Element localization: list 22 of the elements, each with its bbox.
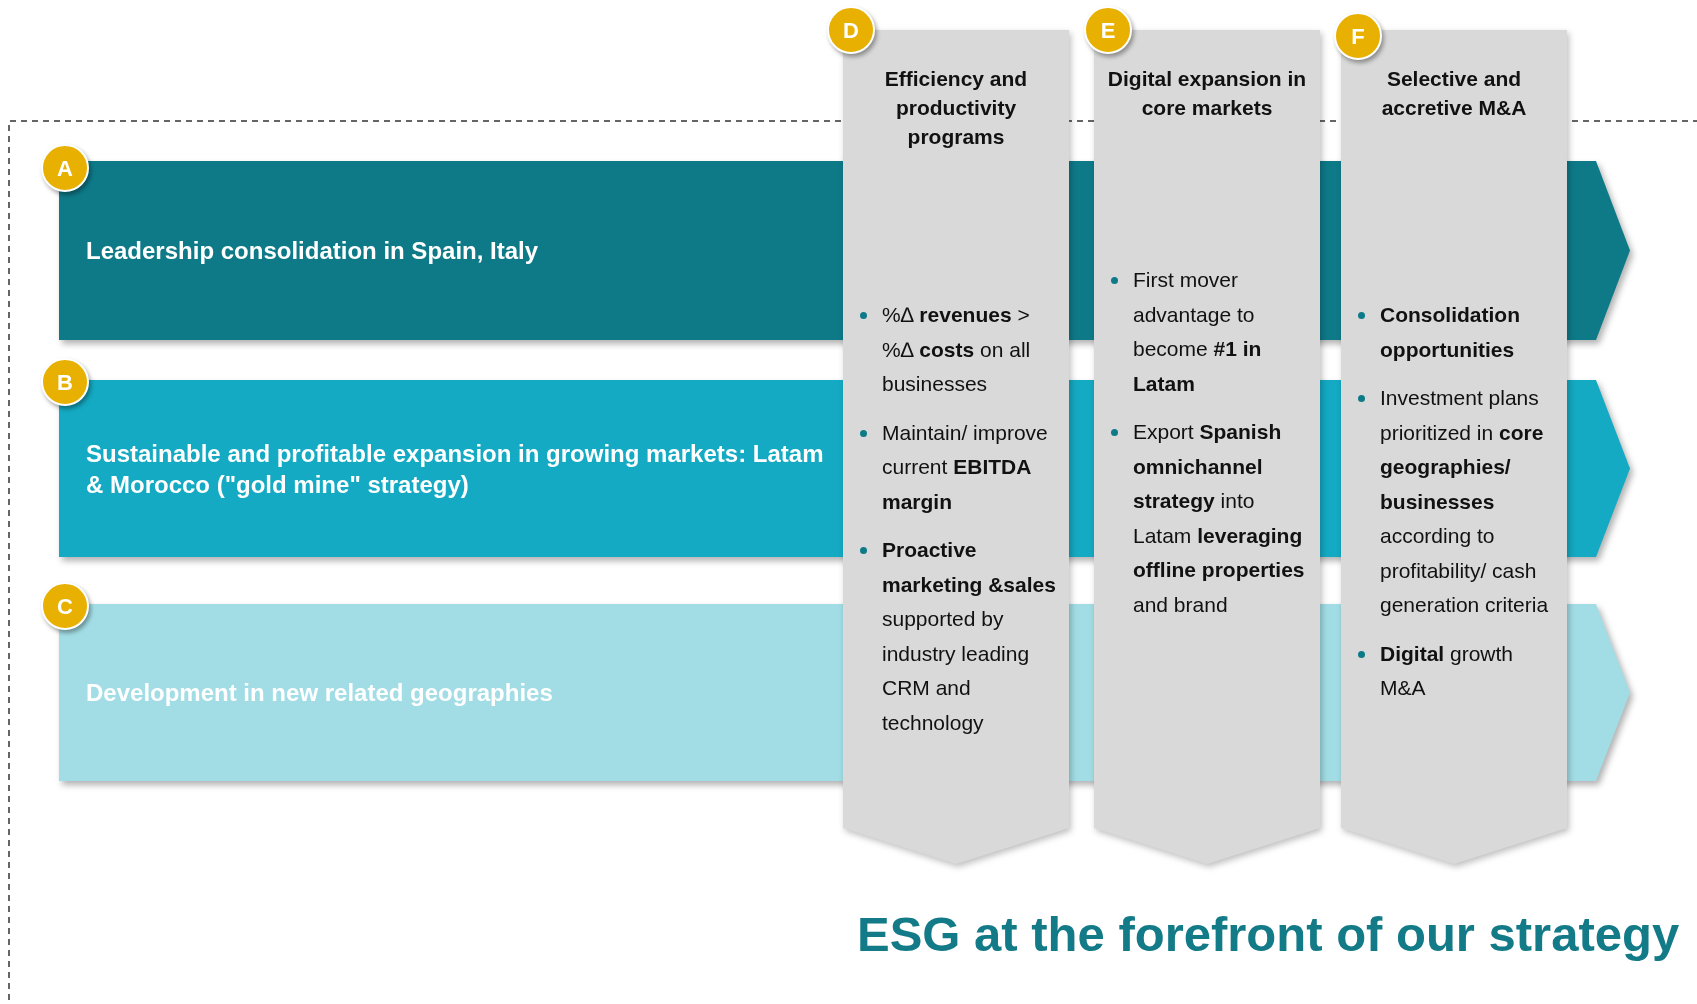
letter-badge: F bbox=[1334, 12, 1382, 60]
bullet-text: First mover advantage to become #1 in Latam bbox=[1133, 267, 1263, 397]
letter-badge: E bbox=[1084, 6, 1132, 54]
caption: ESG at the forefront of our strategy bbox=[857, 906, 1680, 962]
band-label: Leadership consolidation in Spain, Italy bbox=[86, 236, 539, 266]
band-label: Sustainable and profitable expansion in growing markets: Latam & Morocco ("gold mine" strategy) bbox=[86, 438, 825, 500]
letter-badge: A bbox=[41, 144, 89, 192]
letter-badge: B bbox=[41, 358, 89, 406]
bullet-text: Consolidation opportunities bbox=[1380, 302, 1521, 363]
bullet-text: Digital growth M&A bbox=[1380, 640, 1515, 701]
bullet-text: Maintain/ improve current EBITDA margin bbox=[882, 419, 1049, 515]
bullet-text: %∆ revenues > %∆ costs on all businesses bbox=[882, 302, 1032, 397]
letter-badge: C bbox=[41, 582, 89, 630]
bullet-text: Proactive marketing &sales supported by industry leading CRM and technology bbox=[882, 537, 1057, 736]
column-heading: Selective and accretive M&A bbox=[1380, 66, 1528, 121]
bullet-text: Export Spanish omnichannel strategy into Latam leveraging offline properties and brand bbox=[1133, 419, 1306, 618]
band-label: Development in new related geographies bbox=[86, 678, 553, 708]
column-heading: Efficiency and productivity programs bbox=[883, 66, 1029, 150]
column-heading: Digital expansion in core markets bbox=[1106, 66, 1308, 121]
bullet-text: Investment plans prioritized in core geographies/ businesses according to profitability/ cash generation criteria bbox=[1380, 385, 1550, 618]
letter-badge: D bbox=[827, 6, 875, 54]
pillar-column bbox=[1341, 30, 1567, 864]
